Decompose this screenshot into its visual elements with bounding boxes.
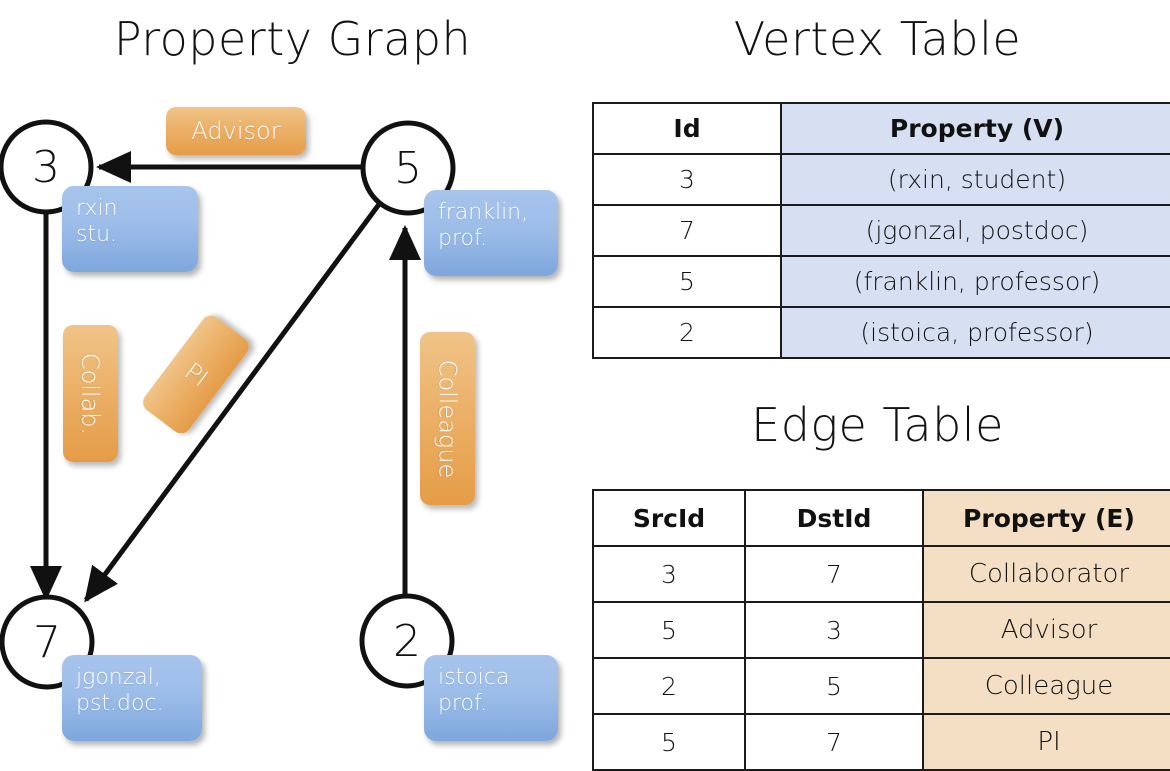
edge-label-box-collab: Collab. <box>63 325 118 462</box>
vertex-property-box-jgonzal: jgonzal, pst.doc. <box>62 655 202 741</box>
vertex-property-box-franklin: franklin, prof. <box>424 190 558 276</box>
edge-label-box-advisor: Advisor <box>166 107 306 155</box>
vertex-cell-property: (jgonzal, postdoc) <box>780 204 1170 257</box>
edge-cell-dstid: 7 <box>744 713 924 771</box>
page-title-edge-table: Edge Table <box>751 398 1004 452</box>
table-row: 2 5 Colleague <box>592 657 1170 715</box>
edge-cell-property: PI <box>922 713 1170 771</box>
vertex-property-line-2: prof. <box>438 690 488 716</box>
edge-cell-dstid: 5 <box>744 657 924 715</box>
edge-arrow-pi <box>83 201 383 603</box>
vertex-cell-id: 7 <box>592 204 782 257</box>
edge-cell-property: Advisor <box>922 601 1170 659</box>
vertex-cell-id: 3 <box>592 153 782 206</box>
edge-cell-dstid: 3 <box>744 601 924 659</box>
edge-cell-srcid: 3 <box>592 545 746 603</box>
vertex-cell-property: (franklin, professor) <box>780 255 1170 308</box>
vertex-table: Id Property (V) 3 (rxin, student) 7 (jgo… <box>592 102 1170 359</box>
edge-label-text-collab: Collab. <box>76 352 105 435</box>
vertex-cell-id: 5 <box>592 255 782 308</box>
edge-cell-srcid: 2 <box>592 657 746 715</box>
vertex-cell-id: 2 <box>592 306 782 359</box>
page-title-vertex-table: Vertex Table <box>733 12 1022 66</box>
edge-table-header-srcid: SrcId <box>592 489 746 547</box>
edge-cell-srcid: 5 <box>592 601 746 659</box>
vertex-property-line-1: rxin <box>76 196 118 221</box>
edge-cell-dstid: 7 <box>744 545 924 603</box>
edge-label-text-advisor: Advisor <box>191 117 281 145</box>
edge-table-header-property: Property (E) <box>922 489 1170 547</box>
vertex-cell-property: (rxin, student) <box>780 153 1170 206</box>
vertex-table-header-property: Property (V) <box>780 102 1170 155</box>
edge-cell-property: Colleague <box>922 657 1170 715</box>
edge-cell-srcid: 5 <box>592 713 746 771</box>
table-row: 2 (istoica, professor) <box>592 306 1170 359</box>
vertex-property-box-rxin: rxin stu. <box>62 186 198 272</box>
edge-label-box-colleague: Colleague <box>420 332 475 505</box>
table-row: 7 (jgonzal, postdoc) <box>592 204 1170 257</box>
table-header-row: Id Property (V) <box>592 102 1170 155</box>
edge-label-text-colleague: Colleague <box>433 359 462 478</box>
table-row: 5 7 PI <box>592 713 1170 771</box>
vertex-property-line-2: pst.doc. <box>76 690 164 716</box>
vertex-cell-property: (istoica, professor) <box>780 306 1170 359</box>
vertex-table-header-id: Id <box>592 102 782 155</box>
vertex-property-line-1: istoica <box>438 665 510 690</box>
table-row: 5 3 Advisor <box>592 601 1170 659</box>
vertex-property-box-istoica: istoica prof. <box>424 655 558 741</box>
vertex-property-line-1: jgonzal, <box>76 665 161 690</box>
table-row: 3 (rxin, student) <box>592 153 1170 206</box>
edge-label-text-pi: PI <box>178 356 214 393</box>
vertex-property-line-1: franklin, <box>438 200 529 225</box>
edge-table-header-dstid: DstId <box>744 489 924 547</box>
table-row: 5 (franklin, professor) <box>592 255 1170 308</box>
table-header-row: SrcId DstId Property (E) <box>592 489 1170 547</box>
vertex-property-line-2: stu. <box>76 221 118 247</box>
table-row: 3 7 Collaborator <box>592 545 1170 603</box>
edge-table: SrcId DstId Property (E) 3 7 Collaborato… <box>592 489 1170 771</box>
vertex-property-line-2: prof. <box>438 225 488 251</box>
edge-cell-property: Collaborator <box>922 545 1170 603</box>
page-title-property-graph: Property Graph <box>113 12 472 66</box>
